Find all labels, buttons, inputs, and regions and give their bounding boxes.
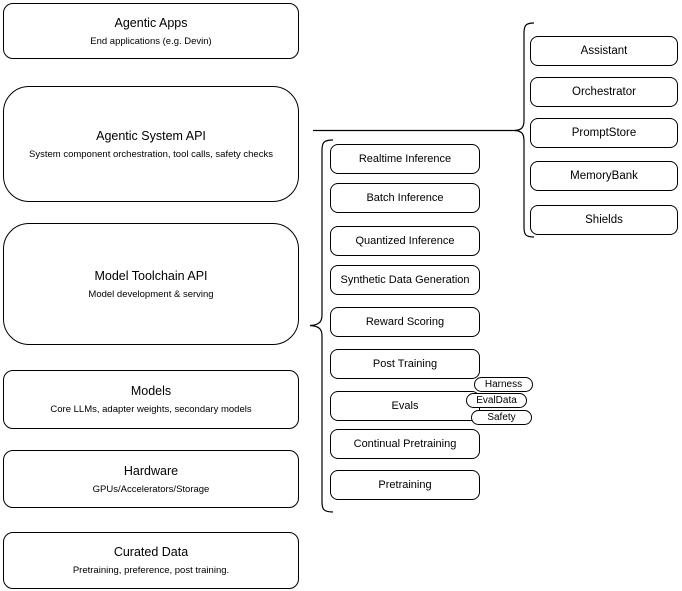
tag-evaldata: EvalData (466, 393, 527, 408)
node-agentic-apps: Agentic Apps End applications (e.g. Devi… (3, 3, 299, 59)
node-subtitle: Pretraining, preference, post training. (72, 565, 230, 576)
node-batch-inference: Batch Inference (330, 183, 480, 213)
node-subtitle: System component orchestration, tool cal… (29, 148, 273, 160)
node-title: Curated Data (113, 545, 189, 559)
node-shields: Shields (530, 205, 678, 235)
node-realtime-inference: Realtime Inference (330, 144, 480, 174)
node-title: Agentic Apps (114, 15, 188, 30)
node-quantized-inference: Quantized Inference (330, 226, 480, 256)
node-promptstore: PromptStore (530, 118, 678, 148)
node-title: Hardware (123, 463, 179, 478)
tag-safety: Safety (471, 410, 532, 425)
node-memorybank: MemoryBank (530, 161, 678, 191)
node-assistant: Assistant (530, 36, 678, 66)
node-orchestrator: Orchestrator (530, 77, 678, 107)
node-reward-scoring: Reward Scoring (330, 307, 480, 337)
node-title: Models (130, 384, 172, 398)
node-curated-data: Curated Data Pretraining, preference, po… (3, 532, 299, 589)
node-subtitle: End applications (e.g. Devin) (90, 35, 212, 47)
node-model-toolchain-api: Model Toolchain API Model development & … (3, 223, 299, 345)
node-subtitle: Core LLMs, adapter weights, secondary mo… (50, 404, 252, 415)
node-synthetic-data-generation: Synthetic Data Generation (330, 265, 480, 295)
node-continual-pretraining: Continual Pretraining (330, 429, 480, 459)
node-models: Models Core LLMs, adapter weights, secon… (3, 370, 299, 429)
tag-harness: Harness (474, 377, 533, 392)
node-subtitle: Model development & serving (88, 288, 214, 300)
node-post-training: Post Training (330, 349, 480, 379)
node-title: Agentic System API (96, 128, 206, 143)
node-agentic-system-api: Agentic System API System component orch… (3, 86, 299, 202)
node-hardware: Hardware GPUs/Accelerators/Storage (3, 450, 299, 508)
node-evals: Evals (330, 391, 480, 421)
node-pretraining: Pretraining (330, 470, 480, 500)
node-subtitle: GPUs/Accelerators/Storage (92, 483, 210, 495)
node-title: Model Toolchain API (94, 268, 208, 283)
